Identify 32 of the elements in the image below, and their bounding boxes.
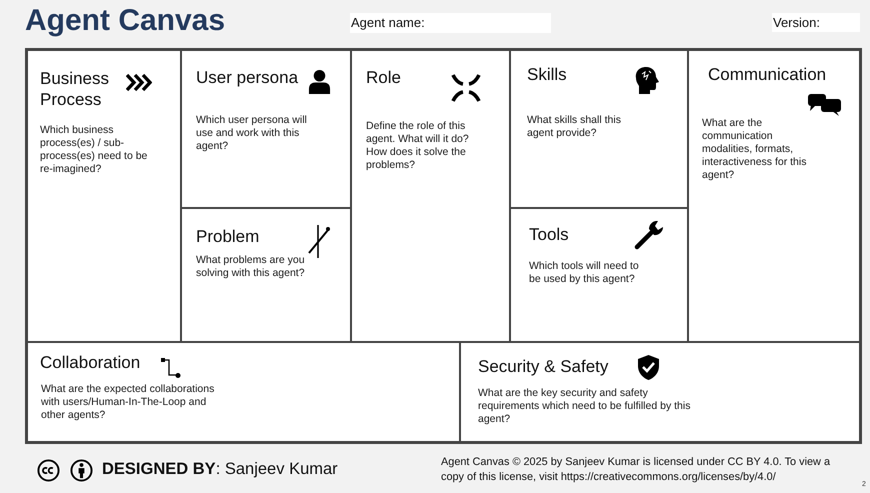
section-panel [511, 51, 687, 207]
section-heading: Collaboration [40, 352, 142, 373]
section-question: Define the role of this agent. What will it do? How does it solve the problems? [366, 120, 470, 172]
section-heading: Problem [196, 226, 260, 247]
page-title: Agent Canvas [25, 3, 226, 39]
section-panel [182, 209, 350, 341]
section-question: What are the key security and safety requirements which need to be fulfilled by this agent? [478, 387, 692, 426]
section-question: What are the expected collaborations with users/Human-In-The-Loop and other agents? [41, 383, 216, 422]
section-heading: Communication [708, 64, 828, 85]
section-heading: Security & Safety [478, 356, 610, 377]
section-question: What are the communication modalities, formats, interactiveness for this agent? [702, 117, 808, 182]
section-heading: User persona [196, 67, 300, 88]
section-heading: Business Process [40, 68, 110, 110]
section-question: What problems are you solving with this agent? [196, 254, 306, 280]
section-question: What skills shall this agent provide? [527, 114, 622, 140]
section-heading: Role [366, 67, 402, 88]
license-notice: Agent Canvas © 2025 by Sanjeev Kumar is licensed under CC BY 4.0. To view a copy of this license, visit https://creativecommons.org/licenses/by/4.0/ [441, 455, 832, 485]
section-panel [511, 209, 687, 341]
section-heading: Tools [529, 224, 570, 245]
section-question: Which user persona will use and work with this agent? [196, 114, 308, 153]
section-panel [352, 51, 509, 341]
field-label: Agent name: [351, 15, 425, 30]
section-panel [461, 343, 859, 441]
section-panel [182, 51, 350, 207]
section-question: Which tools will need to be used by this agent? [529, 260, 640, 286]
section-panel [28, 51, 180, 341]
field-label: Version: [773, 15, 820, 30]
section-panel [689, 51, 859, 341]
designer-credit: DESIGNED BY: Sanjeev Kumar [102, 459, 338, 479]
section-question: Which business process(es) / sub-process(es) need to be re-imagined? [40, 124, 148, 176]
section-panel [28, 343, 459, 441]
section-heading: Skills [527, 64, 568, 85]
